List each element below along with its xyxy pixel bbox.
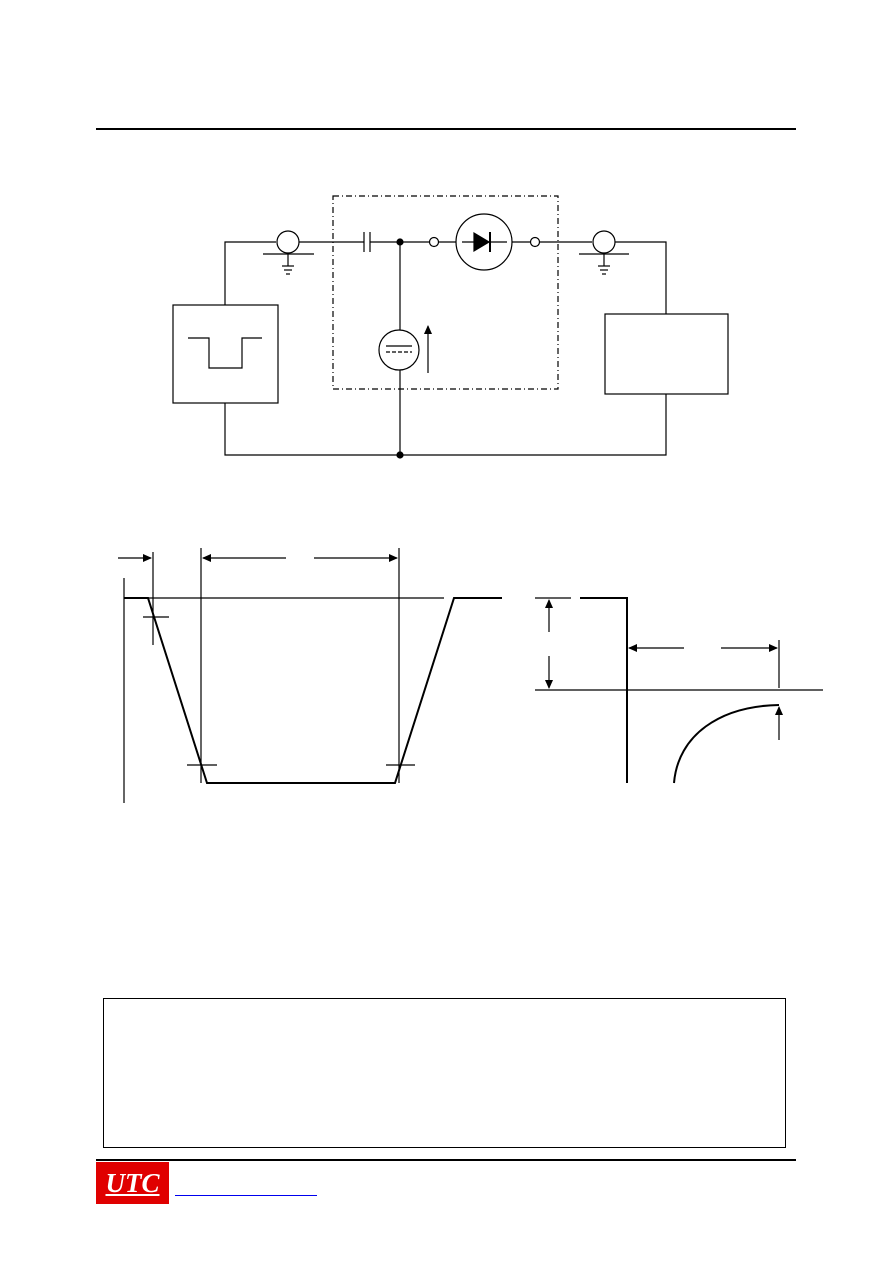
recovery-curve [673, 704, 780, 784]
pulse-generator-box [172, 304, 279, 404]
notice-box [103, 998, 786, 1148]
pulse-trace [124, 597, 502, 784]
coax-connector-right [592, 230, 616, 254]
junction-bottom [396, 451, 404, 459]
recovery-waveform [535, 597, 823, 784]
dut-terminal-right [529, 236, 541, 248]
dut-enclosure [332, 195, 559, 390]
oscilloscope-box [604, 313, 729, 395]
dut-terminal-left [428, 236, 440, 248]
website-link[interactable] [175, 1195, 317, 1196]
ground-icon [282, 265, 294, 275]
figures-canvas [96, 128, 823, 803]
wire-bottom [224, 394, 667, 456]
capacitor-icon [363, 232, 371, 252]
logo-text: UTC [105, 1167, 160, 1198]
ground-icon [598, 265, 610, 275]
current-trace [580, 597, 628, 783]
current-source-icon [378, 329, 420, 371]
test-circuit-diagram [172, 195, 729, 459]
pulse-source-icon [188, 337, 262, 369]
wire-left-top [224, 241, 276, 305]
coax-connector-left [276, 230, 300, 254]
input-pulse-waveform [118, 548, 502, 803]
wire-right-top [615, 241, 667, 314]
utc-logo: UTC [96, 1162, 169, 1204]
footer-rule [96, 1159, 796, 1161]
diode-icon [462, 231, 507, 253]
